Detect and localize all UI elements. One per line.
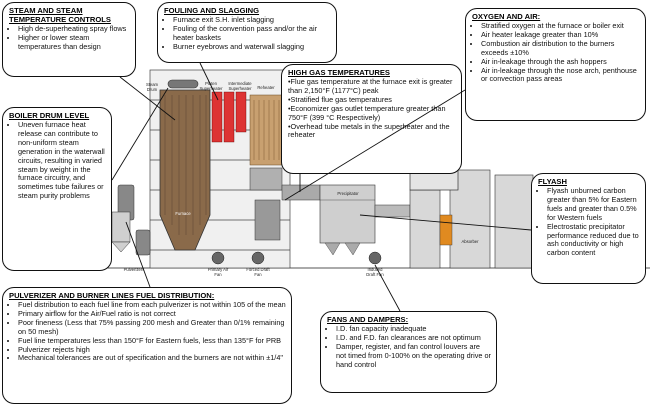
list-item: Mechanical tolerances are out of specifi… <box>18 354 286 363</box>
list-item: I.D. and F.D. fan clearances are not opt… <box>336 333 491 343</box>
list-item: Air in-leakage through the ash hoppers <box>481 57 640 67</box>
list-item: Fuel line temperatures less than 150°F f… <box>18 336 286 346</box>
text-line: •Economizer gas outlet temperature great… <box>288 103 446 122</box>
callout-boiler-drum-level: BOILER DRUM LEVEL Uneven furnace heat re… <box>2 107 112 271</box>
absorber-label: Absorber <box>461 239 479 244</box>
platen-superheater-label: Platen Superheater <box>199 81 223 91</box>
pulverizers-label: Pulverizers <box>123 267 145 272</box>
list-item: Flyash unburned carbon greater than 5% f… <box>547 186 640 223</box>
orange-duct <box>439 214 453 246</box>
list-item: High de-superheating spray flows <box>18 24 130 34</box>
callout-pulverizer-title: PULVERIZER AND BURNER LINES FUEL DISTRIB… <box>9 291 215 300</box>
reheater-label: Reheater <box>257 85 275 90</box>
air-heater-shape <box>254 199 281 241</box>
list-item: Poor fineness (Less that 75% passing 200… <box>18 318 286 337</box>
list-item: Burner eyebrows and waterwall slagging <box>173 42 331 52</box>
furnace-shape <box>159 89 211 251</box>
intermediate-superheater-label: Intermediate Superheater <box>228 81 252 91</box>
list-item: Fuel distribution to each fuel line from… <box>18 300 286 310</box>
callout-fans-dampers: FANS AND DAMPERS: I.D. fan capacity inad… <box>320 311 497 393</box>
text-line: •Flue gas temperature at the furnace exi… <box>288 77 453 95</box>
callout-pulverizer-fuel-distribution: PULVERIZER AND BURNER LINES FUEL DISTRIB… <box>2 287 292 404</box>
economizer-shape <box>249 167 283 191</box>
list-item: Fouling of the convention pass and/or th… <box>173 24 331 43</box>
superheater-banks <box>211 91 247 143</box>
callout-flyash: FLYASH Flyash unburned carbon greater th… <box>531 173 646 284</box>
text-line: •Overhead tube metals in the superheater… <box>288 121 450 140</box>
list-item: Electrostatic precipitator performance r… <box>547 222 640 259</box>
callout-high-gas-temperatures: HIGH GAS TEMPERATURES •Flue gas temperat… <box>281 64 462 174</box>
list-item: Air in-leakage through the nose arch, pe… <box>481 66 640 85</box>
induced-draft-fan-label: Induced Draft Fan <box>366 267 384 277</box>
callout-oxygen-title: OXYGEN AND AIR: <box>472 12 541 21</box>
forced-draft-fan-label: Forced Draft Fan <box>246 267 270 277</box>
absorber-duct <box>374 204 411 218</box>
list-item: Combustion air distribution to the burne… <box>481 39 640 58</box>
list-item: Uneven furnace heat release can contribu… <box>18 120 106 201</box>
coal-silo <box>111 211 131 253</box>
callout-high-gas-title: HIGH GAS TEMPERATURES <box>288 68 390 77</box>
callout-steam-title: STEAM AND STEAM TEMPERATURE CONTROLS <box>9 6 111 24</box>
precipitator-label: Precipitator <box>337 191 359 196</box>
fan-shapes <box>211 251 382 265</box>
primary-air-fan-label: Primary Air Fan <box>207 267 229 277</box>
callout-fouling-slagging: FOULING AND SLAGGING Furnace exit S.H. i… <box>157 2 337 63</box>
list-item: Primary airflow for the Air/Fuel ratio i… <box>18 309 286 319</box>
callout-flyash-title: FLYASH <box>538 177 567 186</box>
callout-fans-title: FANS AND DAMPERS: <box>327 315 409 324</box>
callout-fouling-title: FOULING AND SLAGGING <box>164 6 260 15</box>
flue-duct <box>281 184 321 201</box>
list-item: Air heater leakage greater than 10% <box>481 30 640 40</box>
list-item: Pulverizer rejects high <box>18 345 286 355</box>
steam-drum-label: Steam Drum <box>145 82 159 92</box>
list-item: I.D. fan capacity inadequate <box>336 324 491 334</box>
callout-drum-title: BOILER DRUM LEVEL <box>9 111 90 120</box>
list-item: Stratified oxygen at the furnace or boil… <box>481 21 640 31</box>
callout-steam-temperature: STEAM AND STEAM TEMPERATURE CONTROLS Hig… <box>2 2 136 77</box>
list-item: Furnace exit S.H. inlet slagging <box>173 15 331 25</box>
steam-drum-shape <box>167 79 199 89</box>
callout-oxygen-air: OXYGEN AND AIR: Stratified oxygen at the… <box>465 8 646 121</box>
list-item: Higher or lower steam temperatures than … <box>18 33 130 52</box>
list-item: Damper, register, and fan control louver… <box>336 342 491 370</box>
convection-pass <box>249 94 283 166</box>
furnace-label: Furnace <box>175 211 191 216</box>
